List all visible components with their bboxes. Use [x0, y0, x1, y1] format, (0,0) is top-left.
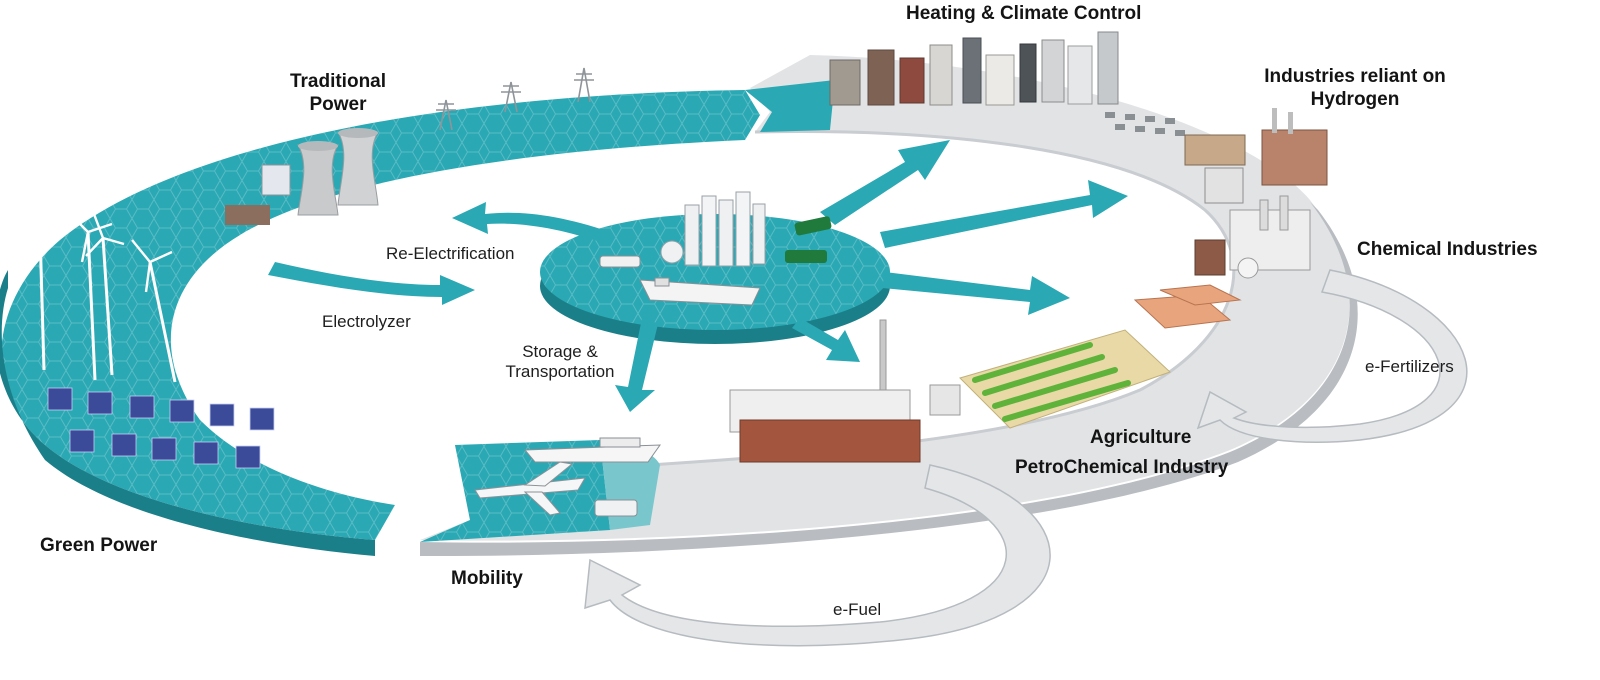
arrow-to-industries — [880, 180, 1128, 248]
arrow-electrolyzer — [268, 262, 475, 305]
hub-facilities — [599, 191, 832, 306]
wind-turbine-4 — [85, 213, 125, 376]
power-pylons — [436, 67, 594, 131]
wind-turbines — [21, 209, 177, 383]
label-chemical-industries: Chemical Industries — [1357, 239, 1538, 260]
wind-turbine-3 — [131, 239, 177, 383]
city-skyline — [829, 31, 1185, 136]
solar-panels — [47, 387, 275, 469]
airplane — [474, 461, 586, 516]
hydrogen-industry-buildings — [1184, 108, 1328, 204]
label-traditional-power: Traditional Power — [289, 71, 387, 115]
arrow-re-electrification — [452, 202, 610, 244]
label-storage-transportation: Storage & Transportation — [505, 342, 615, 381]
label-re-electrification: Re-Electrification — [386, 244, 515, 263]
fertilizer-sheds — [1133, 284, 1242, 329]
petrochemical-refinery — [729, 319, 961, 463]
chemical-plant — [1194, 195, 1311, 279]
arrow-to-mobility — [615, 318, 658, 412]
arrow-to-heating — [820, 140, 950, 225]
label-mobility: Mobility — [451, 568, 523, 589]
green-power-band — [0, 90, 761, 556]
arrow-to-agriculture — [792, 318, 860, 362]
hub-arrows — [268, 140, 1128, 412]
label-industries-reliant-on-hydrogen: Industries reliant on Hydrogen — [1264, 66, 1446, 110]
agriculture-field — [959, 329, 1171, 429]
label-heating-climate-control: Heating & Climate Control — [906, 3, 1142, 24]
label-agriculture: Agriculture — [1090, 427, 1192, 448]
label-electrolyzer: Electrolyzer — [322, 312, 411, 331]
wind-turbine-1 — [21, 209, 63, 371]
label-e-fuel: e-Fuel — [833, 600, 882, 619]
e-fertilizers-arrow — [1196, 269, 1468, 443]
e-fuel-arrow — [584, 464, 1051, 647]
label-e-fertilizers: e-Fertilizers — [1365, 357, 1454, 376]
arrow-to-chemical — [882, 272, 1070, 315]
traditional-power-plant — [225, 128, 379, 225]
label-petrochemical-industry: PetroChemical Industry — [1015, 457, 1229, 478]
label-green-power: Green Power — [40, 535, 158, 556]
mobility-vehicles — [474, 437, 661, 517]
